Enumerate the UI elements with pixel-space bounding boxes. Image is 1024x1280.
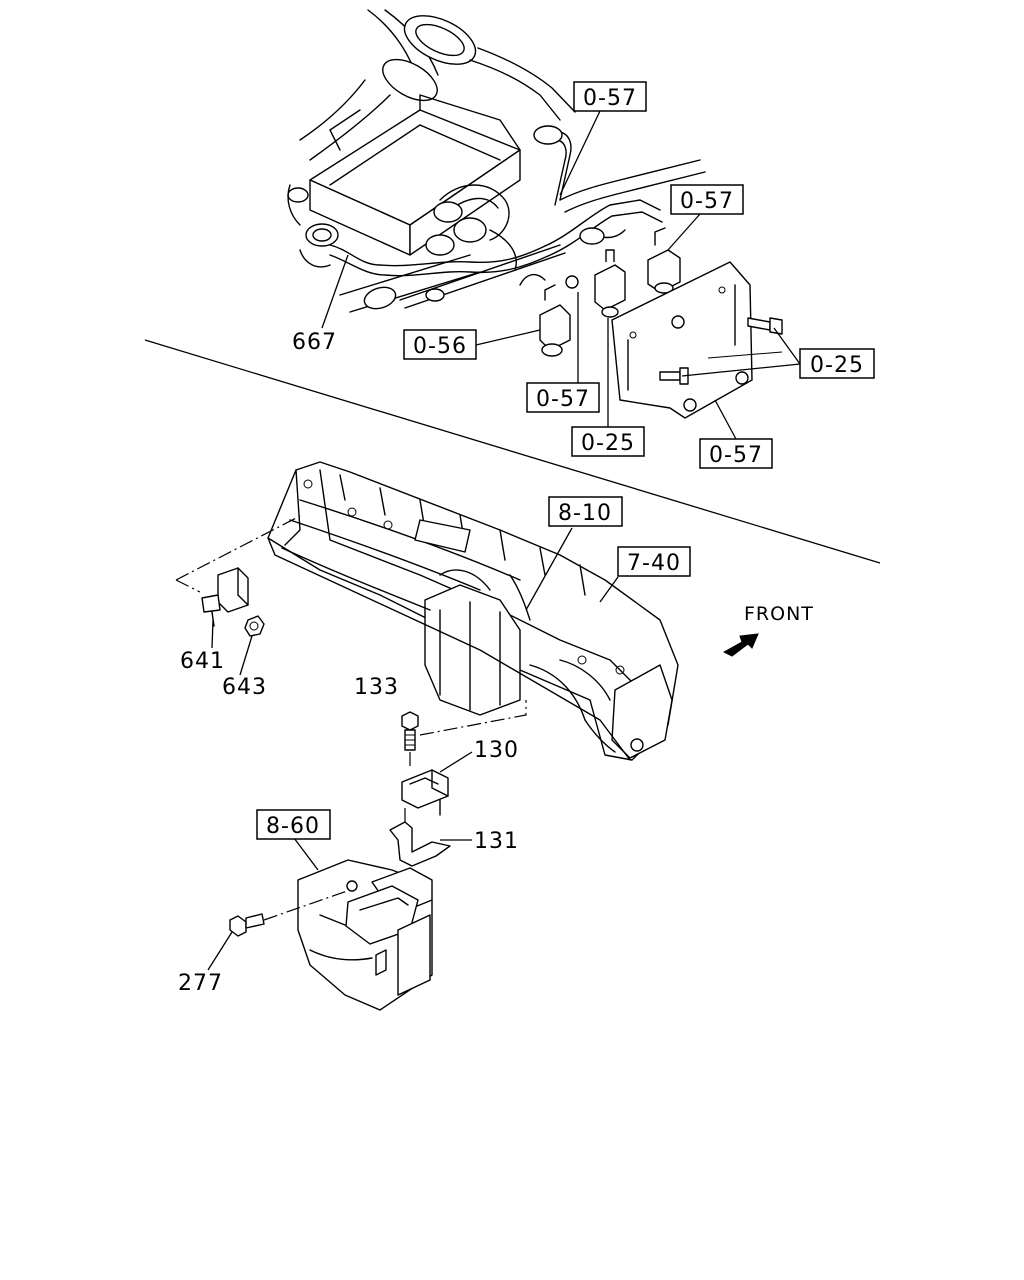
- part-number-277: 277: [178, 971, 223, 996]
- front-arrow-icon: [722, 633, 759, 657]
- ref-label-7-40: 7-40: [617, 546, 691, 577]
- part-number-667: 667: [292, 330, 337, 355]
- bracket-131-illustration: [389, 821, 451, 867]
- dashboard-frame-illustration: [267, 461, 679, 761]
- ref-label-0-25-right: 0-25: [799, 348, 875, 379]
- part-number-130: 130: [474, 738, 519, 763]
- bracket-130-illustration: [401, 769, 449, 816]
- screw-277-illustration: [229, 913, 265, 937]
- ref-label-0-57-right: 0-57: [670, 184, 744, 215]
- part-number-133: 133: [354, 675, 399, 700]
- front-direction-label: FRONT: [744, 603, 814, 625]
- bolt-133-illustration: [401, 711, 419, 751]
- leader-lines: [207, 110, 801, 971]
- svg-text:8-60: 8-60: [266, 814, 320, 839]
- heater-unit-illustration: [297, 859, 433, 1011]
- ref-label-0-57-bottom: 0-57: [699, 438, 773, 469]
- ref-label-0-25-bottom: 0-25: [571, 426, 645, 457]
- svg-text:0-57: 0-57: [583, 86, 637, 111]
- ref-label-0-56: 0-56: [403, 329, 477, 360]
- nut-643-illustration: [244, 615, 265, 637]
- part-number-641: 641: [180, 649, 225, 674]
- svg-text:8-10: 8-10: [558, 501, 612, 526]
- ref-label-0-57-top: 0-57: [573, 81, 647, 112]
- part-number-643: 643: [222, 675, 267, 700]
- svg-text:0-57: 0-57: [709, 443, 763, 468]
- ref-label-8-10: 8-10: [548, 496, 623, 527]
- ref-label-0-57-lower: 0-57: [526, 382, 600, 413]
- ref-label-8-60: 8-60: [256, 809, 331, 840]
- svg-text:0-25: 0-25: [810, 353, 864, 378]
- part-number-131: 131: [474, 829, 519, 854]
- relay-bracket-illustration: [201, 567, 249, 627]
- svg-text:0-56: 0-56: [413, 334, 467, 359]
- svg-text:7-40: 7-40: [627, 551, 681, 576]
- svg-text:0-57: 0-57: [680, 189, 734, 214]
- engine-assembly-illustration: [287, 9, 783, 419]
- section-divider: [144, 339, 881, 564]
- svg-text:0-57: 0-57: [536, 387, 590, 412]
- svg-text:0-25: 0-25: [581, 431, 635, 456]
